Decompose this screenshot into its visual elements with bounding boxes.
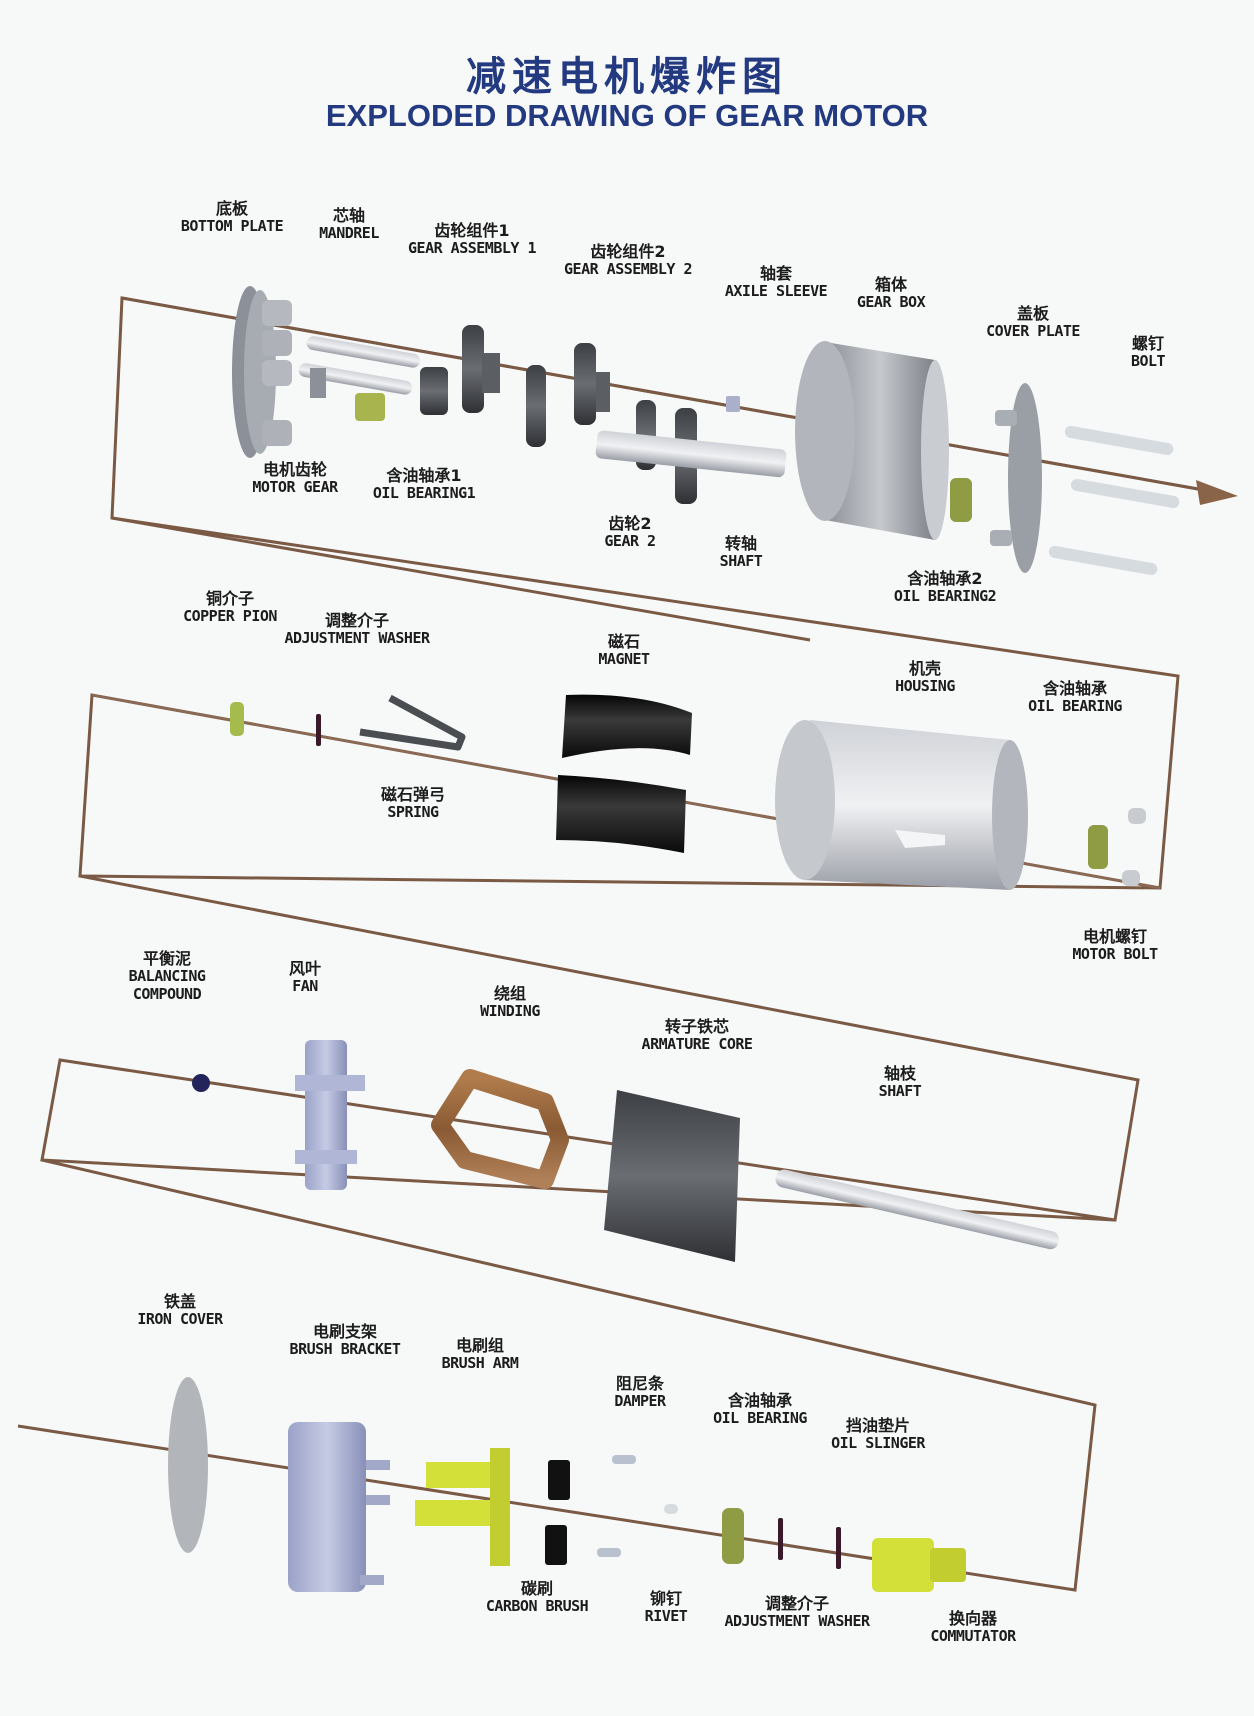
- carbon-brush-part: [548, 1460, 570, 1500]
- bottom-plate-part: [232, 286, 292, 458]
- carbon-brush-part-2: [545, 1525, 567, 1565]
- axis-arrowhead-icon: [1196, 480, 1238, 505]
- title-english: EXPLODED DRAWING OF GEAR MOTOR: [325, 98, 929, 133]
- magnet-part: [562, 694, 692, 758]
- adjustment-washer-2-part: [778, 1518, 783, 1560]
- section-brush: [17, 1158, 1097, 1592]
- damper-part-2: [597, 1548, 621, 1557]
- damper-part: [612, 1455, 636, 1464]
- section-gear-box: [110, 286, 1238, 642]
- bolt-part: [1048, 425, 1180, 575]
- brush-bracket-part: [288, 1422, 390, 1592]
- winding-part: [431, 1069, 569, 1189]
- gear-assembly-2-part: [526, 343, 610, 447]
- section-rotor: [40, 874, 1140, 1262]
- gear-box-part: [795, 341, 949, 540]
- shaft-2-part: [775, 1169, 1059, 1250]
- fan-part: [295, 1040, 365, 1190]
- shaft-1-part: [595, 430, 787, 478]
- oil-bearing-2-part: [950, 478, 972, 522]
- oil-bearing-4-part: [722, 1508, 744, 1564]
- oil-slinger-part: [836, 1527, 841, 1569]
- axis-frame-3: [40, 874, 1140, 1222]
- rivet-part: [664, 1504, 678, 1514]
- cover-plate-part: [990, 383, 1042, 573]
- oil-bearing-3-part: [1088, 825, 1108, 869]
- title-chinese: 减速电机爆炸图: [466, 54, 788, 100]
- iron-cover-part: [168, 1377, 208, 1553]
- balancing-compound-part: [192, 1074, 210, 1092]
- spring-part: [359, 694, 466, 751]
- axile-sleeve-part: [726, 396, 740, 412]
- gear-assembly-1-part: [420, 325, 500, 415]
- mandrel-part-2: [298, 363, 413, 395]
- copper-pion-part: [230, 702, 244, 736]
- motor-gear-part: [310, 368, 326, 398]
- motor-bolt-part: [1122, 808, 1146, 886]
- oil-bearing-1-part: [355, 393, 385, 421]
- mandrel-part: [306, 336, 421, 368]
- section-housing: [78, 516, 1180, 890]
- axis-frame-4: [17, 1158, 1097, 1592]
- brush-arm-part: [415, 1448, 510, 1566]
- housing-part: [775, 720, 1028, 890]
- adjustment-washer-1-part: [316, 714, 321, 746]
- armature-core-part: [604, 1090, 740, 1262]
- commutator-part: [872, 1538, 966, 1592]
- magnet-part-2: [556, 775, 686, 853]
